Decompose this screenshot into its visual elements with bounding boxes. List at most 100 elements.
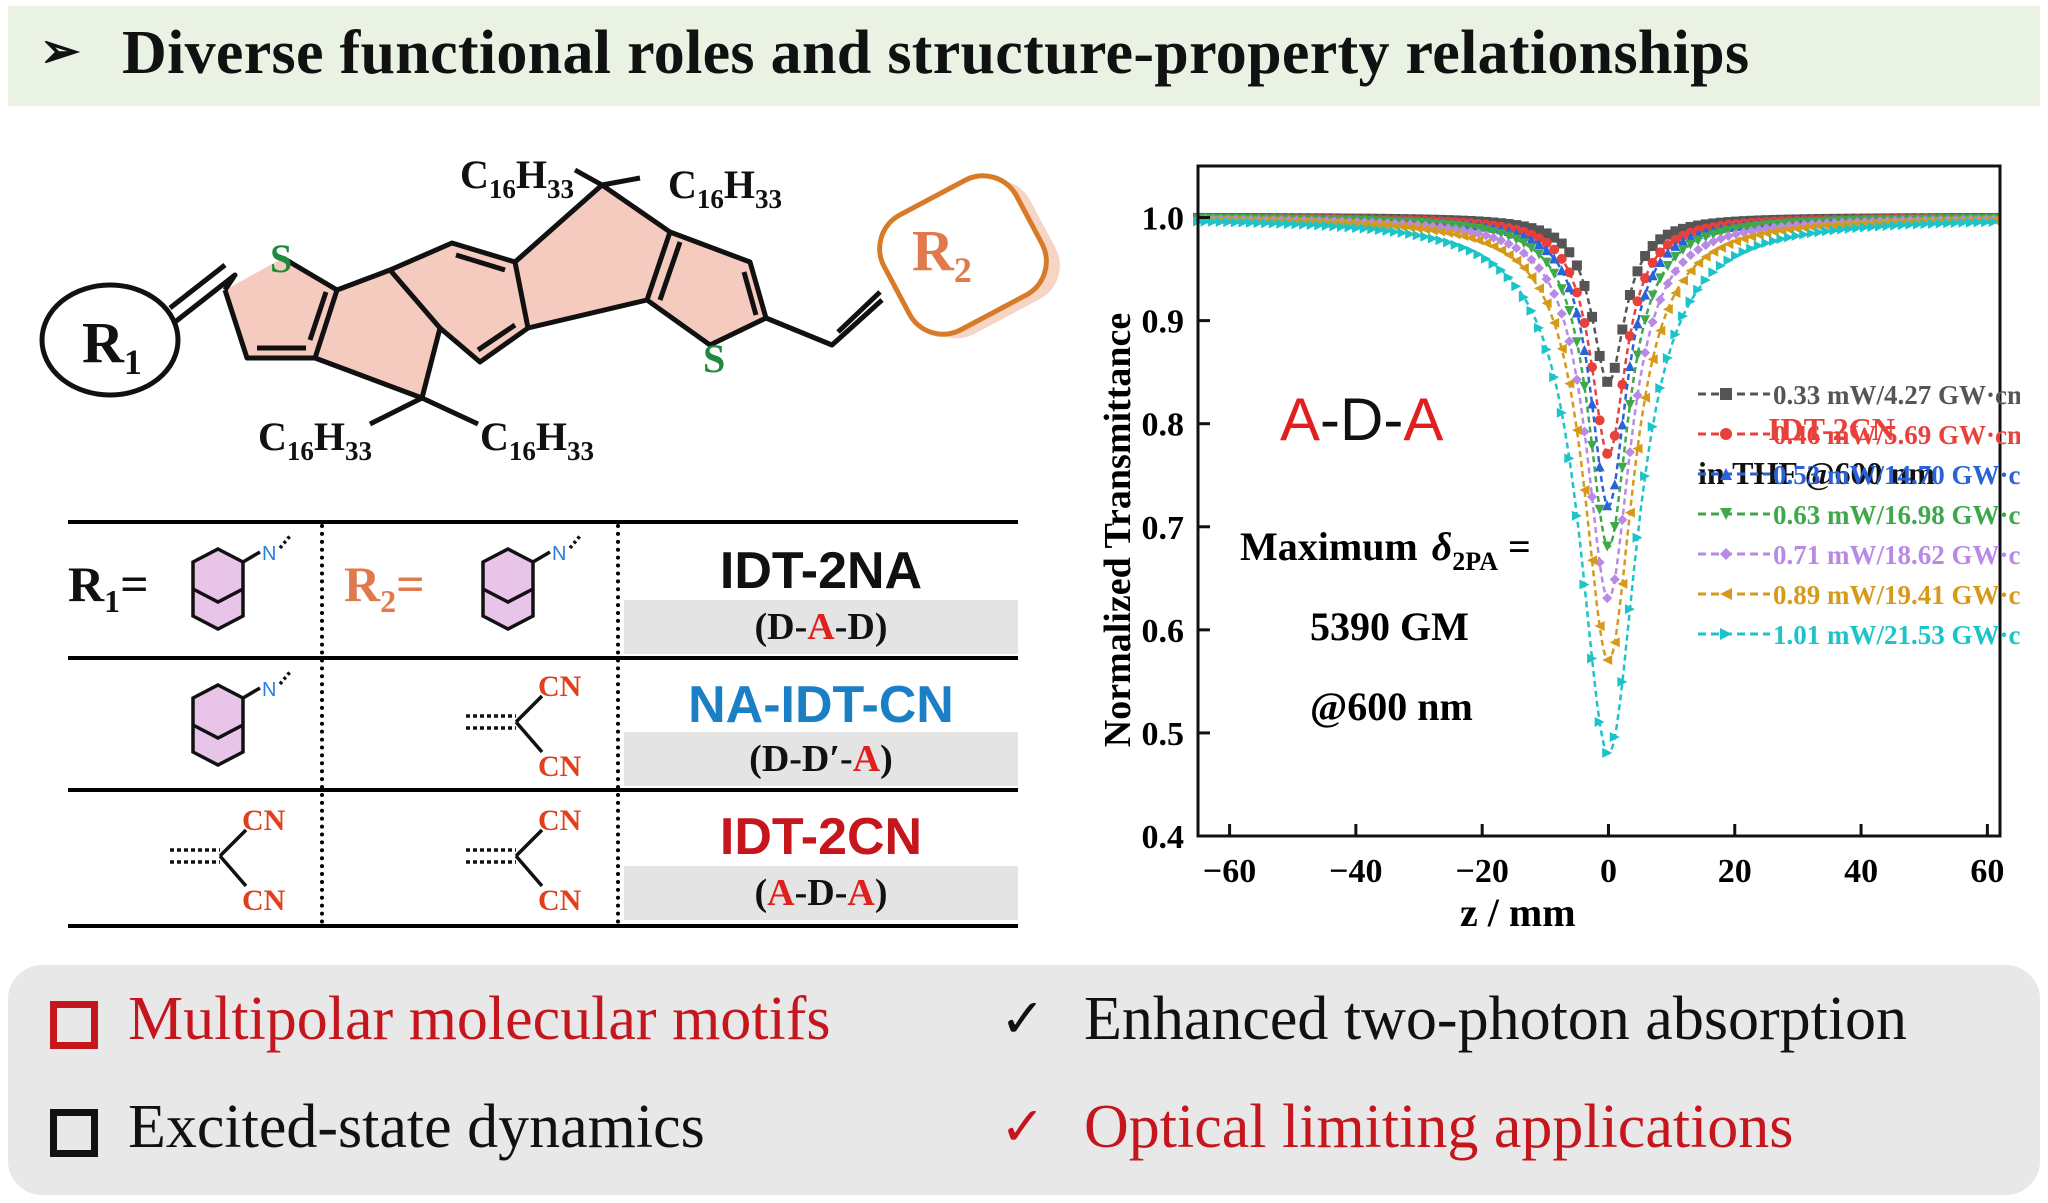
data-point: [1708, 267, 1719, 278]
data-point: [1556, 308, 1567, 319]
data-point: [1844, 219, 1855, 230]
data-point: [1420, 224, 1431, 235]
data-point: [1677, 245, 1688, 256]
data-point: [1814, 221, 1825, 232]
substituent-table: R1= R2= N N N CN CN CN CN CN CN IDT-2: [68, 520, 1018, 930]
data-point: [1480, 225, 1491, 236]
data-point: [1670, 240, 1681, 251]
data-point: [1875, 221, 1886, 232]
data-point: [1647, 257, 1658, 268]
legend: 0.33 mW/4.27 GW·cm-20.46 mW/5.69 GW·cm-2…: [1698, 380, 2020, 650]
data-point: [1412, 220, 1423, 231]
summary-item-dynamics: Excited-state dynamics: [128, 1093, 705, 1161]
data-point: [1541, 298, 1552, 309]
data-point: [1390, 221, 1401, 232]
data-point: [1720, 428, 1732, 440]
data-point: [1526, 271, 1537, 282]
data-point: [1367, 224, 1378, 235]
data-point: [1230, 217, 1241, 228]
r1-label: R1: [82, 310, 142, 382]
naphthyl-icon-r1-row2: N: [191, 670, 292, 767]
data-point: [1829, 225, 1840, 236]
data-point: [1655, 273, 1666, 284]
data-point: [1534, 239, 1545, 250]
data-point: [1720, 548, 1732, 560]
data-point: [1624, 331, 1635, 342]
data-point: [1852, 219, 1863, 230]
data-point: [1526, 223, 1537, 234]
data-point: [1821, 220, 1832, 231]
dicyano-icon-r2-row3: CN CN: [466, 804, 582, 917]
cyano-label: CN: [538, 670, 582, 703]
data-point: [1534, 225, 1545, 236]
x-tick-label: 40: [1844, 853, 1878, 890]
data-point: [1844, 223, 1855, 234]
data-point: [1602, 376, 1613, 387]
sulfur-label-left: S: [270, 236, 292, 281]
data-point: [1571, 510, 1582, 521]
data-point: [1950, 218, 1961, 229]
compound-type-row-3: (A-D-A): [624, 866, 1018, 920]
r2-label: R2: [912, 218, 972, 290]
summary-item-2pa: Enhanced two-photon absorption: [1084, 985, 1908, 1053]
idt-molecule-structure: R1 R2 S S C16H33 C16H33 C16H33 C16H33: [39, 152, 1060, 466]
data-point: [1753, 229, 1764, 240]
data-point: [1670, 266, 1681, 277]
table-rule-2: [68, 788, 1018, 792]
legend-entry: 0.71 mW/18.62 GW·cm-2: [1698, 540, 2020, 570]
data-point: [1685, 296, 1696, 307]
data-point: [1571, 287, 1582, 298]
compound-row-2: NA-IDT-CN: [624, 676, 1018, 734]
data-point: [1549, 232, 1560, 243]
data-point: [1723, 239, 1734, 250]
data-point: [1223, 217, 1234, 228]
data-point: [1609, 731, 1620, 742]
data-point: [1632, 318, 1643, 329]
data-point: [1253, 217, 1264, 228]
data-point: [1859, 218, 1870, 229]
data-point: [1541, 344, 1552, 355]
naphthyl-icon-r2-row1: N: [481, 534, 582, 631]
data-point: [1640, 392, 1651, 403]
data-point: [1534, 233, 1545, 244]
data-point: [1784, 232, 1795, 243]
data-point: [1488, 241, 1499, 252]
data-point: [1617, 514, 1628, 525]
data-point: [1359, 219, 1370, 230]
data-point: [1693, 284, 1704, 295]
data-point: [1238, 217, 1249, 228]
data-point: [1511, 281, 1522, 292]
data-point: [1564, 267, 1575, 278]
data-point: [1677, 235, 1688, 246]
data-point: [1587, 555, 1598, 566]
data-point: [1496, 265, 1507, 276]
data-point: [1511, 234, 1522, 245]
legend-label: 1.01 mW/21.53 GW·cm-2: [1773, 616, 2020, 650]
data-point: [1549, 288, 1560, 299]
data-point: [1700, 275, 1711, 286]
data-point: [1685, 221, 1696, 232]
data-point: [1261, 218, 1272, 229]
data-point: [1382, 225, 1393, 236]
data-point: [1867, 221, 1878, 232]
cyano-label: CN: [242, 884, 286, 917]
data-point: [1503, 231, 1514, 242]
series-triangle-right: [1193, 216, 2000, 758]
data-point: [1837, 219, 1848, 230]
data-point: [1443, 223, 1454, 234]
data-point: [1299, 219, 1310, 230]
data-point: [1329, 221, 1340, 232]
data-point: [1632, 296, 1643, 307]
data-point: [1776, 221, 1787, 232]
series-square: [1193, 212, 2000, 387]
compound-name: IDT-2CN: [719, 808, 923, 866]
data-point: [1435, 222, 1446, 233]
data-point: [1685, 265, 1696, 276]
data-point: [1791, 223, 1802, 234]
data-point: [1594, 717, 1605, 728]
data-point: [1564, 247, 1575, 258]
data-point: [1617, 419, 1628, 430]
data-point: [1882, 221, 1893, 232]
